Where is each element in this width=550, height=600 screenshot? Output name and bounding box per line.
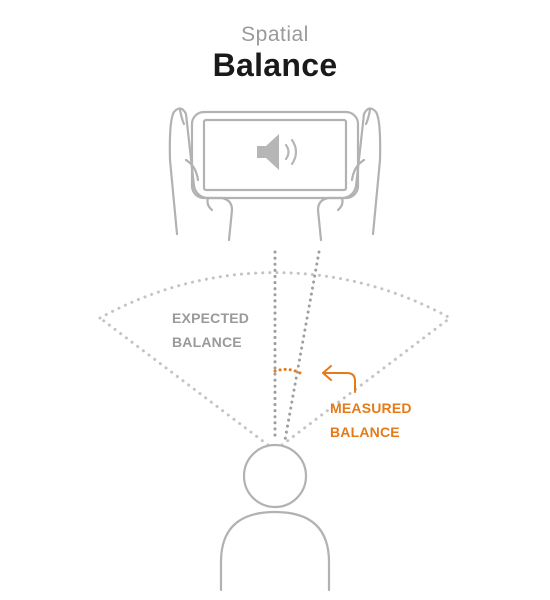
phone-in-hands (168, 107, 382, 242)
measured-balance-line (283, 250, 321, 442)
listening-sector (98, 271, 452, 447)
phone-outline (190, 110, 360, 200)
curved-arrow-icon (322, 365, 356, 393)
measured-balance-label: MEASURED BALANCE (330, 396, 412, 444)
phone-screen (202, 118, 348, 192)
measured-label-line2: BALANCE (330, 424, 400, 440)
listener-shoulders (219, 510, 331, 592)
expected-label-line2: BALANCE (172, 334, 242, 350)
speaker-icon (257, 134, 298, 170)
measured-label-line1: MEASURED (330, 400, 412, 416)
title-block: Spatial Balance (0, 22, 550, 82)
listener-figure (219, 443, 331, 592)
expected-label-line1: EXPECTED (172, 310, 250, 326)
subtitle: Spatial (241, 23, 309, 46)
listener-head (242, 443, 308, 509)
right-hand (316, 107, 382, 242)
expected-balance-label: EXPECTED BALANCE (172, 306, 249, 354)
left-hand (168, 107, 234, 242)
page-title: Balance (212, 47, 338, 83)
